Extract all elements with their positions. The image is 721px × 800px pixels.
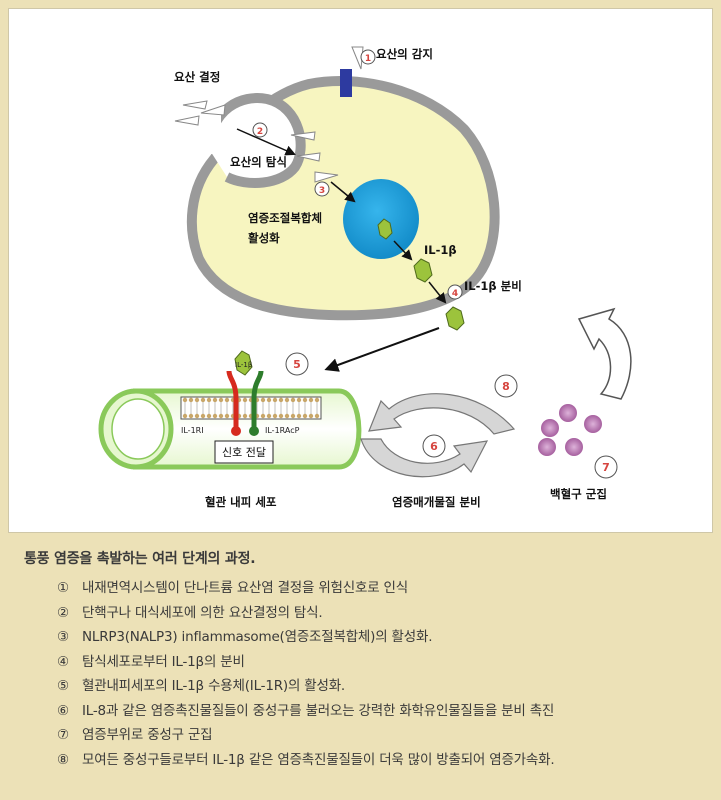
caption-item: ⑧ 모여든 중성구들로부터 IL-1β 같은 염증촉진물질들이 더욱 많이 방출되… [24, 748, 704, 773]
step-marker-3: 3 [314, 181, 330, 197]
caption-item-number: ⑦ [57, 727, 69, 743]
step-number: 5 [293, 358, 301, 371]
label-il1racp: IL-1RAcP [265, 426, 300, 435]
cycle-arrow-6 [360, 438, 489, 478]
caption-item-text: 염증부위로 중성구 군집 [82, 727, 213, 743]
nucleus [343, 179, 419, 259]
label-endothelial-cell: 혈관 내피 세포 [205, 495, 277, 509]
sensor-channel [340, 69, 352, 97]
gout-inflammation-diagram: 1 2 3 4 5 6 7 8 요산의 감지 요산 결정 요산의 탐식 염증조절복합체 활성화… [8, 8, 713, 533]
label-signal-transduction: 신호 전달 [222, 446, 266, 459]
caption-item-text: 모여든 중성구들로부터 IL-1β 같은 염증촉진물질들이 더욱 많이 방출되어… [82, 751, 555, 768]
recruitment-arrow [577, 307, 632, 400]
caption-item-text: 내재면역시스템이 단나트륨 요산염 결정을 위험신호로 인식 [82, 580, 408, 596]
step-number: 3 [319, 186, 325, 196]
caption-item-text: 탐식세포로부터 IL-1β의 분비 [82, 653, 245, 670]
label-uric-acid-phagocytosis: 요산의 탐식 [230, 155, 287, 169]
neutrophils [538, 404, 602, 456]
label-inflammasome-2: 활성화 [248, 231, 280, 245]
step-marker-6: 6 [422, 434, 446, 458]
receptor-il1racp [251, 370, 264, 429]
step-marker-2: 2 [252, 122, 268, 138]
label-il1ri: IL-1RI [181, 426, 204, 435]
label-receptor-il1b: IL-1β [235, 361, 252, 369]
label-uric-acid-crystal: 요산 결정 [174, 70, 220, 84]
step-number: 6 [430, 440, 438, 453]
caption-item-number: ④ [57, 653, 69, 670]
caption-item-text: 혈관내피세포의 IL-1β 수용체(IL-1R)의 활성화. [82, 678, 346, 694]
label-neutrophil-cluster: 백혈구 군집 [550, 487, 607, 501]
caption-item-text: IL-8과 같은 염증촉진물질들이 중성구를 불러오는 강력한 화학유인물질들을… [82, 702, 555, 719]
step-marker-1: 1 [360, 49, 376, 65]
cycle-arrow-8 [368, 393, 516, 435]
caption-item: ④ 탐식세포로부터 IL-1β의 분비 [24, 650, 704, 675]
label-uric-acid-sensing: 요산의 감지 [376, 47, 433, 61]
phagocytic-cup [204, 93, 306, 188]
step-marker-4: 4 [447, 284, 463, 300]
step-number: 7 [602, 461, 610, 474]
caption-steps-list: ① 내재면역시스템이 단나트륨 요산염 결정을 위험신호로 인식 ② 단핵구나 대식… [24, 576, 704, 772]
label-mediator-secretion: 염증매개물질 분비 [392, 495, 481, 509]
caption-item-number: ② [57, 604, 69, 621]
label-il1b: IL-1β [424, 243, 457, 257]
label-inflammasome-1: 염증조절복합체 [248, 211, 322, 225]
caption-item: ⑦ 염증부위로 중성구 군집 [24, 723, 704, 748]
caption-item-number: ③ [57, 629, 69, 645]
caption-item: ① 내재면역시스템이 단나트륨 요산염 결정을 위험신호로 인식 [24, 576, 704, 601]
step-number: 2 [257, 127, 263, 137]
receptor-il1ri [226, 370, 239, 429]
caption-item-number: ⑤ [57, 678, 69, 694]
caption-item-number: ① [57, 580, 69, 596]
step-marker-7: 7 [594, 455, 618, 479]
label-il1b-secretion: IL-1β 분비 [464, 279, 522, 293]
step-number: 4 [452, 289, 458, 299]
caption-item: ② 단핵구나 대식세포에 의한 요산결정의 탐식. [24, 601, 704, 626]
caption-item: ③ NLRP3(NALP3) inflammasome(염증조절복합체)의 활성화… [24, 625, 704, 650]
step-number: 8 [502, 380, 510, 393]
step-number: 1 [365, 54, 371, 64]
figure-caption: 통풍 염증을 촉발하는 여러 단계의 과정. ① 내재면역시스템이 단나트륨 요산… [24, 548, 704, 772]
signal-box [214, 440, 274, 464]
caption-item: ⑥ IL-8과 같은 염증촉진물질들이 중성구를 불러오는 강력한 화학유인물질들… [24, 699, 704, 724]
caption-item-number: ⑥ [57, 702, 69, 719]
caption-item-text: NLRP3(NALP3) inflammasome(염증조절복합체)의 활성화. [82, 629, 433, 645]
caption-item: ⑤ 혈관내피세포의 IL-1β 수용체(IL-1R)의 활성화. [24, 674, 704, 699]
caption-item-number: ⑧ [57, 751, 69, 768]
step-marker-8: 8 [494, 374, 518, 398]
caption-title: 통풍 염증을 촉발하는 여러 단계의 과정. [24, 551, 256, 567]
caption-item-text: 단핵구나 대식세포에 의한 요산결정의 탐식. [82, 604, 323, 621]
step-marker-5: 5 [285, 352, 309, 376]
il1b-molecules [234, 218, 465, 376]
